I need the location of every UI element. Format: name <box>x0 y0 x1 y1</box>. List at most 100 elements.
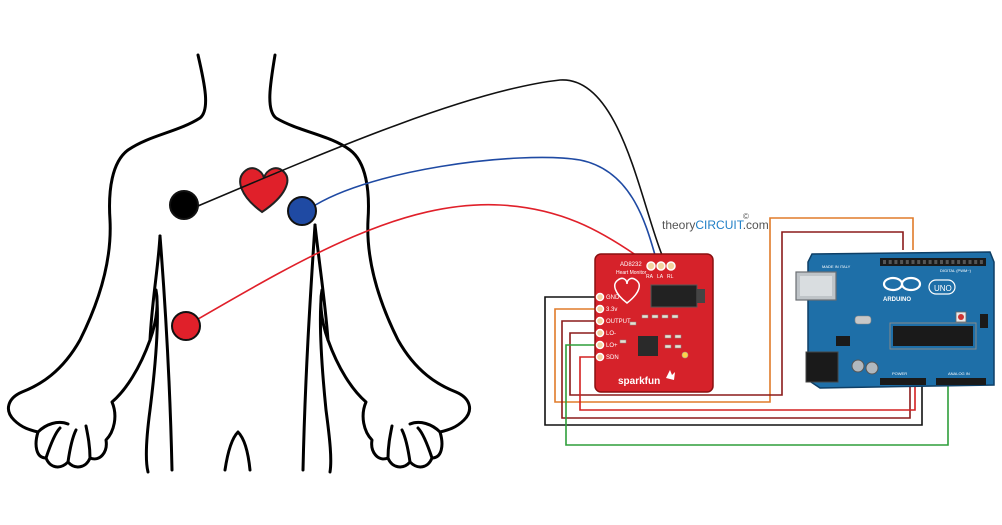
analog-header <box>936 378 986 385</box>
pin-hole-lo-minus <box>595 328 605 338</box>
watermark-prefix: theory <box>662 218 695 232</box>
smd-6 <box>674 334 682 339</box>
right-arm-inner <box>313 223 330 342</box>
sparkfun-flame-icon <box>666 370 675 380</box>
blue-electrode <box>287 196 317 226</box>
audio-jack-port <box>697 289 705 303</box>
icsp-header <box>980 314 988 328</box>
wire-orange-3v3 <box>554 217 914 403</box>
digital-header-pin <box>917 260 921 264</box>
ic-socket <box>889 322 977 350</box>
smd-9 <box>629 321 637 326</box>
pin-label-gnd: GND <box>606 295 620 301</box>
pin-label-lo-minus: LO- <box>606 331 616 337</box>
digital-header-pin <box>945 260 949 264</box>
arduino-digital-label: DIGITAL (PWM~) <box>940 268 972 273</box>
watermark-highlight: CIRCUIT <box>695 218 744 232</box>
digital-header-pin <box>962 260 966 264</box>
torso-left-inner <box>158 234 174 472</box>
smd-5 <box>664 334 672 339</box>
wire-red-electrode <box>185 203 641 327</box>
digital-header-pin <box>911 260 915 264</box>
digital-header-pin <box>894 260 898 264</box>
torso-right-inner <box>301 223 317 472</box>
smd-7 <box>664 344 672 349</box>
sensor-ic-chip <box>638 336 658 356</box>
arduino-made-in: MADE IN ITALY <box>822 264 851 269</box>
pin-hole-rl <box>666 261 676 271</box>
wire-red-sdn <box>579 356 916 411</box>
digital-header-pin <box>979 260 983 264</box>
arduino-model: UNO <box>934 284 952 293</box>
watermark-copyright: © <box>743 212 749 221</box>
audio-jack <box>650 284 698 308</box>
sensor-subtitle: Heart Monitor <box>616 270 647 276</box>
usb-connector-inner <box>800 276 832 296</box>
wire-green-lo-plus <box>565 344 949 446</box>
digital-header-pin <box>934 260 938 264</box>
pin-label-output: OUTPUT <box>606 319 631 325</box>
voltage-regulator <box>836 336 850 346</box>
capacitor-2 <box>865 361 879 375</box>
black-electrode <box>169 190 199 220</box>
power-jack <box>805 351 839 383</box>
arduino-power-label: POWER <box>892 371 907 376</box>
pin-hole-gnd <box>595 292 605 302</box>
left-hand-fingers <box>36 420 92 464</box>
board-heart-icon <box>614 277 640 304</box>
wire-darkred-lo-minus <box>569 231 904 396</box>
human-body-outline <box>6 53 472 474</box>
top-pin-rl: RL <box>667 274 674 280</box>
digital-header-pin <box>957 260 961 264</box>
arduino-logo-right-loop <box>900 276 922 292</box>
smd-4 <box>671 314 679 319</box>
left-pin-holes <box>595 292 605 362</box>
uno-badge <box>928 279 956 295</box>
digital-header-pin <box>940 260 943 264</box>
pin-hole-la <box>656 261 666 271</box>
arduino-analog-label: ANALOG IN <box>948 371 970 376</box>
digital-header-pin <box>922 260 926 264</box>
top-pin-ra: RA <box>646 274 654 280</box>
power-header <box>880 378 926 385</box>
watermark-suffix: .com <box>743 218 769 232</box>
digital-header-pin <box>905 260 909 264</box>
pin-label-sdn: SDN <box>606 355 619 361</box>
pin-label-lo-plus: LO+ <box>606 343 618 349</box>
board-wires <box>544 217 949 446</box>
pin-hole-sdn <box>595 352 605 362</box>
digital-header-pin <box>951 260 955 264</box>
sensor-brand: sparkfun <box>618 376 660 387</box>
right-hand-fingers <box>386 420 442 464</box>
capacitor-1 <box>851 359 865 373</box>
wire-blue-electrode <box>304 156 656 256</box>
digital-header-pin <box>888 260 892 264</box>
smd-1 <box>641 314 649 319</box>
pin-hole-ra <box>646 261 656 271</box>
digital-header-pin <box>974 260 978 264</box>
legs-gap <box>223 430 252 472</box>
wire-black-electrode <box>197 79 663 256</box>
watermark: theoryCIRCUIT.com <box>662 218 769 232</box>
smd-3 <box>661 314 669 319</box>
wire-darkred-output <box>561 320 911 419</box>
top-pin-la: LA <box>657 274 664 280</box>
heart-icon <box>239 167 289 214</box>
body-left-outline <box>6 53 208 474</box>
smd-8 <box>674 344 682 349</box>
pin-hole-lo-plus <box>595 340 605 350</box>
digital-header-pin <box>968 260 972 264</box>
pin-hole-3v3 <box>595 304 605 314</box>
pin-label-3v3: 3.3v <box>606 307 617 313</box>
crystal <box>854 315 872 325</box>
sensor-components <box>619 314 682 349</box>
red-electrode <box>171 311 201 341</box>
atmega-chip <box>893 326 973 346</box>
digital-header-pins <box>883 260 983 264</box>
digital-header <box>880 258 986 266</box>
arduino-logo <box>882 276 922 292</box>
smd-2 <box>651 314 659 319</box>
arduino-uno-board: ARDUINO UNO MADE IN ITALY DIGITAL (PWM~)… <box>795 251 995 389</box>
body-right-outline <box>268 53 472 474</box>
